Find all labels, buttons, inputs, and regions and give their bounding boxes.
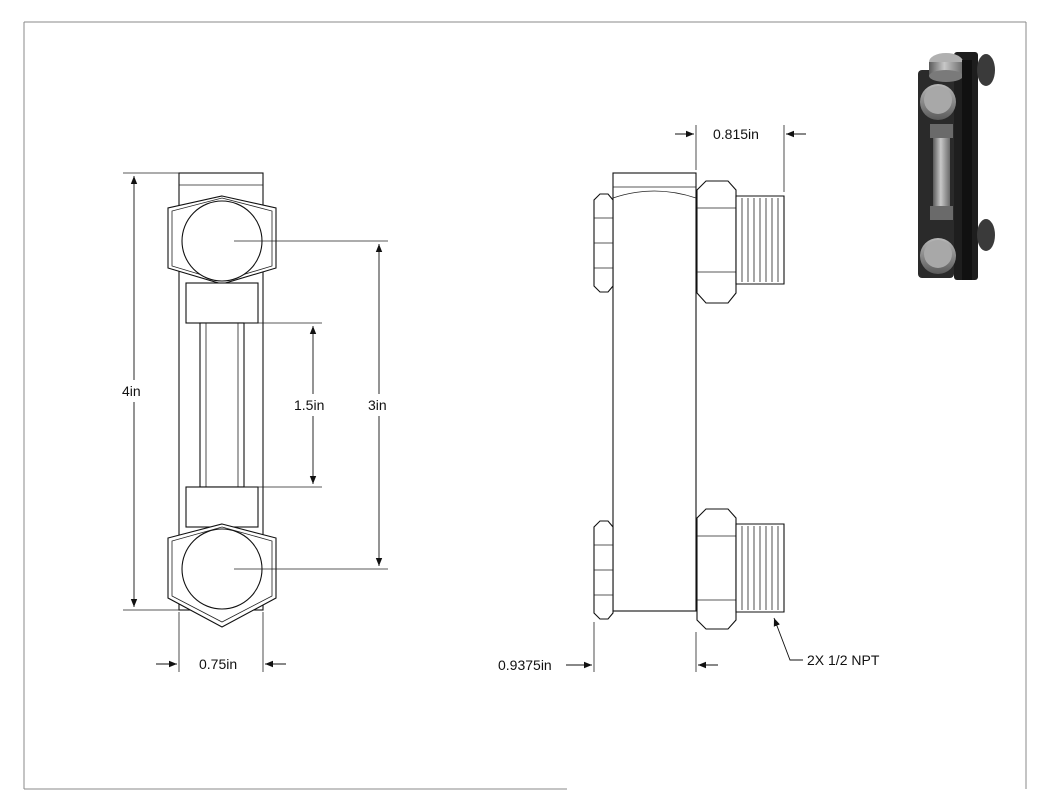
top-hex-nut (167, 195, 277, 285)
side-view (566, 125, 806, 672)
drawing-frame (23, 21, 1027, 790)
sight-glass (185, 282, 259, 528)
overall-height-label: 4in (122, 383, 141, 399)
front-view (123, 172, 388, 672)
body-width-label: 0.75in (199, 656, 237, 672)
side-port-top (696, 180, 785, 304)
side-left-nut-top (593, 193, 614, 293)
npt-callout-label: 2X 1/2 NPT (807, 652, 880, 668)
side-port-bottom (696, 508, 785, 630)
isometric-view (918, 52, 995, 280)
bottom-hex-nut (167, 523, 277, 628)
center-distance-label: 3in (368, 397, 387, 413)
side-left-nut-bottom (593, 520, 614, 620)
port-length-label: 0.815in (713, 126, 759, 142)
glass-length-label: 1.5in (294, 397, 324, 413)
body-depth-label: 0.9375in (498, 657, 552, 673)
